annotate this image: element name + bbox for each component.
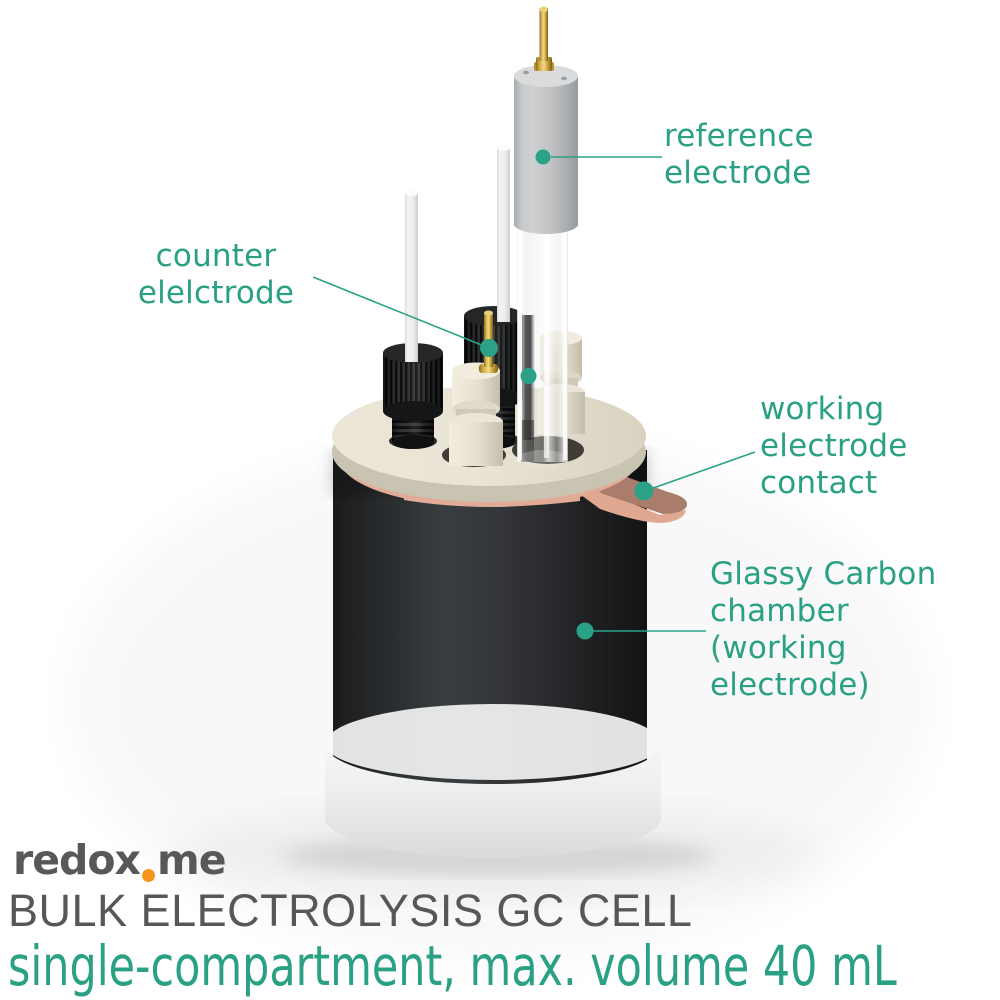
white-rod-left: [405, 190, 418, 362]
annotations: [312, 149, 756, 640]
logo-prefix: redox: [13, 836, 141, 884]
white-rod-center: [497, 145, 510, 322]
counter-electrode-leader-line: [312, 276, 490, 349]
reference-electrode-gold-pin: [534, 6, 554, 71]
logo-suffix: me: [157, 836, 227, 884]
reference-electrode-marker-dot: [535, 149, 551, 165]
reference-electrode-glass-tube: [517, 224, 568, 468]
working-electrode-contact-label: working electrode contact: [760, 391, 908, 501]
product-title: BULK ELECTROLYSIS GC CELL: [8, 885, 693, 936]
reference-electrode-body: [514, 6, 578, 234]
peek-fitting-front: [449, 362, 503, 466]
cell-base-front: [325, 704, 661, 858]
working-contact-marker-dot: [634, 481, 654, 501]
glassy-carbon-chamber-label: Glassy Carbon chamber (working electrode…: [710, 556, 937, 703]
counter-electrode-label: counter elelctrode: [137, 238, 295, 311]
reference-top-hole: [561, 76, 567, 81]
redoxme-logo: redox me: [13, 836, 227, 884]
logo-dot-icon: [142, 869, 155, 882]
product-subtitle: single-compartment, max. volume 40 mL: [8, 934, 897, 998]
inner-tube-marker-dot: [520, 368, 537, 384]
working-contact-leader-line: [644, 451, 756, 492]
reference-top-hole: [523, 70, 529, 75]
reference-electrode-label: reference electrode: [664, 118, 814, 191]
glassy-chamber-marker-dot: [576, 622, 594, 640]
counter-electrode-marker-dot: [480, 339, 498, 357]
